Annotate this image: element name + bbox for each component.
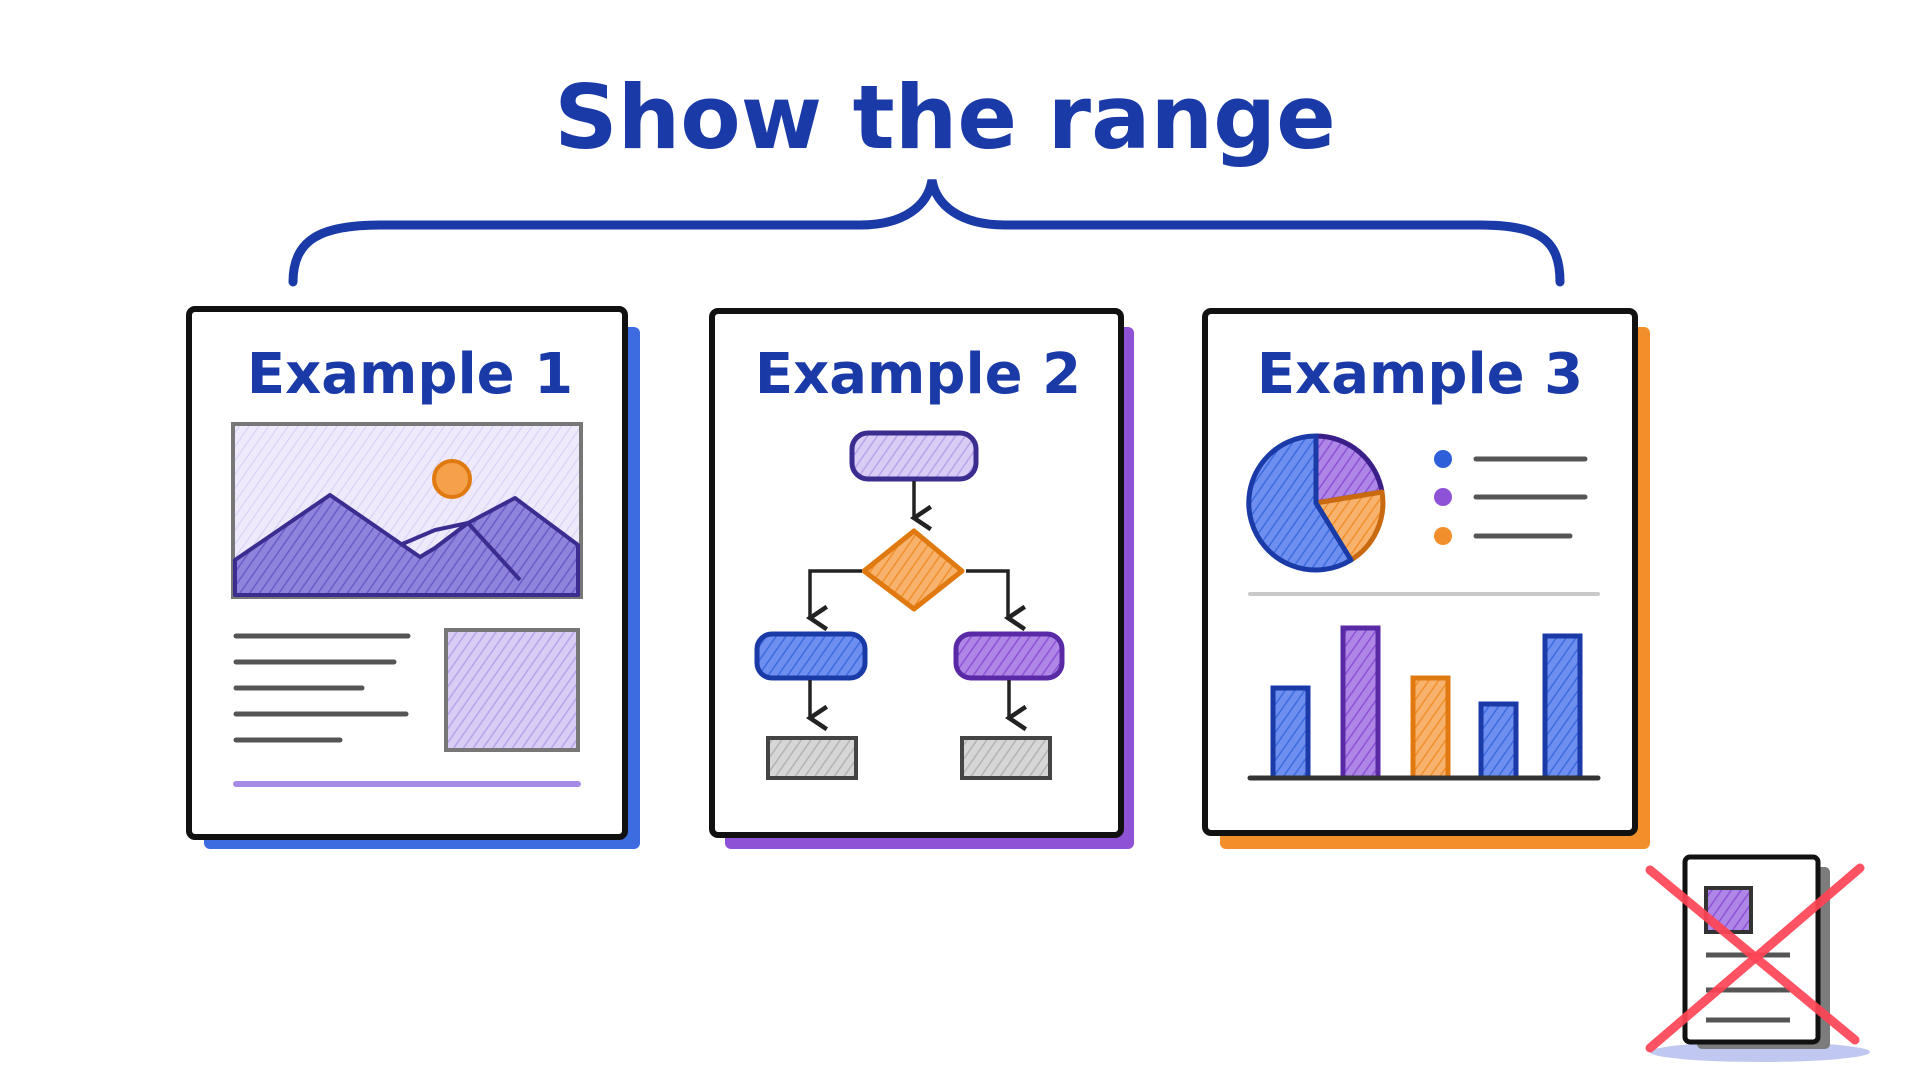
card-label: Example 3: [1257, 342, 1583, 407]
crossed-out-document-icon: [1645, 854, 1870, 1062]
card-label: Example 1: [247, 342, 573, 407]
brace-icon: [288, 179, 1565, 287]
mountain-landscape-icon: [231, 422, 583, 599]
flowchart-icon: [754, 430, 1065, 780]
pie-chart-icon: [1246, 433, 1386, 573]
page-title: Show the range: [554, 66, 1336, 169]
card-example-1: Example 1: [186, 306, 640, 849]
bar-chart-icon: [1247, 625, 1601, 781]
card-example-2: Example 2: [709, 308, 1134, 849]
text-lines: [233, 633, 411, 743]
card-example-3: Example 3: [1202, 308, 1650, 849]
legend: [1434, 450, 1588, 545]
image-placeholder-icon: [444, 628, 580, 752]
card-label: Example 2: [755, 342, 1081, 407]
